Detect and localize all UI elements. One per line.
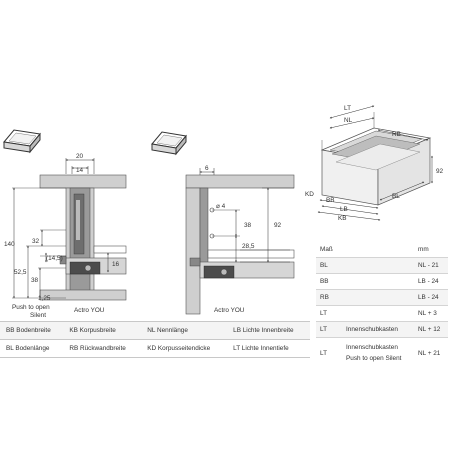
legend-cell: BL Bodenlänge <box>0 339 64 358</box>
drawer-bottom-panel-middle <box>207 249 295 259</box>
actro-you-label-left: Actro YOU <box>74 307 105 314</box>
push-to-open-label: Push to open <box>12 304 50 311</box>
dim-16: 16 <box>112 261 120 268</box>
silent-label: Silent <box>30 312 46 319</box>
spec-header-mm: mm <box>418 246 429 253</box>
iso-label-lt: LT <box>344 105 351 112</box>
legend-cell: RB Rückwandbreite <box>63 339 142 358</box>
iso-label-rb: RB <box>392 131 401 138</box>
spec-table-header: Maß mm <box>316 242 448 258</box>
legend-cell: KB Korpusbreite <box>63 321 142 340</box>
cabinet-side-panel-middle <box>185 187 201 315</box>
iso-label-kd: KD <box>305 191 314 198</box>
iso-label-lb: LB <box>340 206 348 213</box>
dim-14-5: (14,5) <box>46 255 63 262</box>
spec-row: BL NL - 21 <box>316 257 448 274</box>
legend-cell: NL Nennlänge <box>141 321 228 340</box>
left-section-drawing: 20 14 140 32 (14,5) 52,5 38 16 1,25 Push… <box>4 153 127 319</box>
dim-diameter-4: ⌀ 4 <box>216 203 226 210</box>
spec-table: Maß mm BL NL - 21 BB LB - 24 RB LB - 24 … <box>316 242 448 368</box>
dim-6: 6 <box>205 165 209 172</box>
spec-row: LT Innenschubkasten Push to open Silent … <box>316 337 448 368</box>
dim-32: 32 <box>32 238 40 245</box>
iso-label-92: 92 <box>436 168 444 175</box>
dim-38-middle: 38 <box>244 222 252 229</box>
spec-header-mass: Maß <box>320 246 333 253</box>
iso-label-kb: KB <box>338 215 347 222</box>
cabinet-top-panel <box>39 174 127 189</box>
actro-you-label-middle: Actro YOU <box>214 307 245 314</box>
spec-row: BB LB - 24 <box>316 273 448 290</box>
dim-92-middle: 92 <box>274 222 282 229</box>
legend-cell: LT Lichte Innentiefe <box>227 339 310 358</box>
cabinet-bottom-panel <box>39 289 127 301</box>
spec-row: RB LB - 24 <box>316 289 448 306</box>
small-drawer-icon-middle <box>151 131 187 156</box>
legend-cell: LB Lichte Innenbreite <box>227 321 310 340</box>
dim-height-140: 140 <box>4 241 15 248</box>
legend-row: BB Bodenbreite KB Korpusbreite NL Nennlä… <box>0 321 310 340</box>
spec-row: LT Innenschubkasten NL + 12 <box>316 321 448 338</box>
technical-drawing: 20 14 140 32 (14,5) 52,5 38 16 1,25 Push… <box>3 105 444 319</box>
legend-cell: BB Bodenbreite <box>0 321 64 340</box>
middle-section-drawing: 6 ⌀ 4 38 28,5 92 Actro YOU <box>185 165 295 315</box>
iso-label-nl: NL <box>344 117 353 124</box>
small-drawer-icon-left <box>3 129 41 154</box>
dim-28-5: 28,5 <box>242 243 255 250</box>
iso-label-bb: BB <box>326 197 335 204</box>
dim-1-25: 1,25 <box>38 295 51 302</box>
legend-row: BL Bodenlänge RB Rückwandbreite KD Korpu… <box>0 339 310 358</box>
dim-top-width: 20 <box>76 153 84 160</box>
drawer-bottom-panel <box>93 245 127 254</box>
dim-inner-width: 14 <box>76 167 84 174</box>
dim-52-5: 52,5 <box>14 269 27 276</box>
cabinet-top-panel-middle <box>185 174 295 189</box>
legend-cell: KD Korpusseitendicke <box>141 339 228 358</box>
spec-row: LT NL + 3 <box>316 305 448 322</box>
dim-38: 38 <box>31 277 39 284</box>
iso-label-bl: BL <box>392 193 400 200</box>
isometric-drawer-drawing: LT NL RB 92 KD BB LB KB BL <box>305 105 444 222</box>
abbreviation-legend: BB Bodenbreite KB Korpusbreite NL Nennlä… <box>0 321 310 358</box>
